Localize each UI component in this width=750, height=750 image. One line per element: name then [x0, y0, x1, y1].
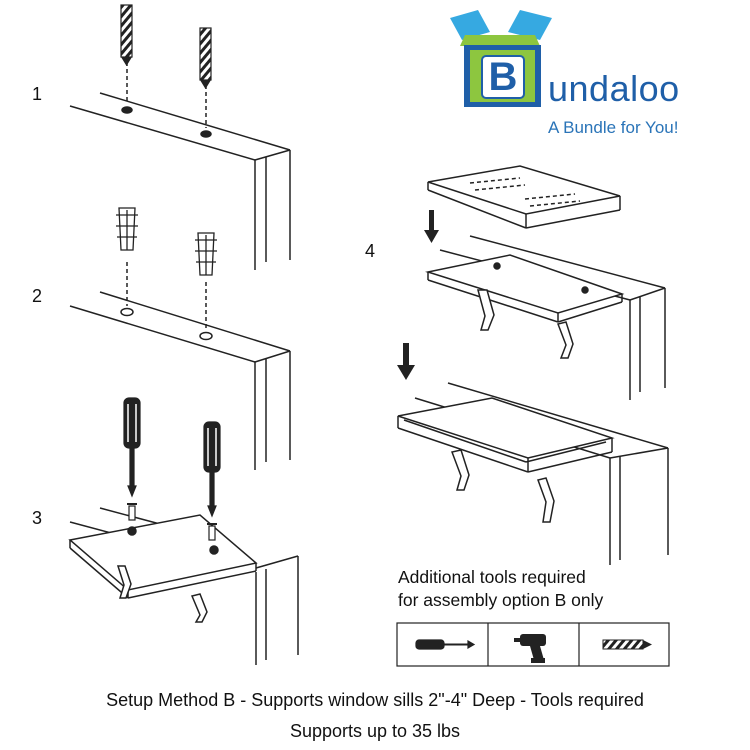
drill-bit-icon — [120, 4, 133, 66]
tools-table — [396, 622, 670, 667]
step-3-number: 3 — [32, 508, 43, 528]
tools-note-line-1: Additional tools required — [398, 567, 586, 587]
down-arrow-icon — [397, 343, 415, 380]
step-4-upper-illustration — [425, 165, 666, 400]
step-1-illustration — [69, 62, 291, 270]
down-arrow-icon — [424, 210, 439, 243]
screwdriver-icon — [123, 397, 141, 521]
wall-anchor-icon — [116, 207, 138, 251]
power-drill-icon — [514, 634, 546, 663]
step-4-lower-illustration — [397, 382, 669, 565]
step-2-number: 2 — [32, 286, 43, 306]
caption-setup-method: Setup Method B - Supports window sills 2… — [106, 690, 644, 710]
step-2-illustration — [69, 262, 291, 470]
step-4-number: 4 — [365, 241, 376, 261]
drill-bit-icon — [199, 27, 212, 89]
caption-weight-capacity: Supports up to 35 lbs — [289, 721, 461, 741]
screwdriver-icon — [415, 639, 476, 650]
brand-name: undaloo — [548, 68, 680, 109]
tools-note: Additional tools required for assembly o… — [398, 566, 698, 612]
tools-note-line-2: for assembly option B only — [398, 590, 604, 610]
wall-anchor-icon — [195, 232, 217, 276]
bundaloo-logo: B — [450, 10, 552, 107]
step-1-number: 1 — [32, 84, 43, 104]
logo-letter: B — [489, 55, 518, 99]
screwdriver-icon — [203, 421, 221, 541]
drill-bit-icon — [602, 639, 652, 650]
brand-tagline: A Bundle for You! — [548, 118, 679, 137]
step-3-illustration — [68, 507, 299, 665]
